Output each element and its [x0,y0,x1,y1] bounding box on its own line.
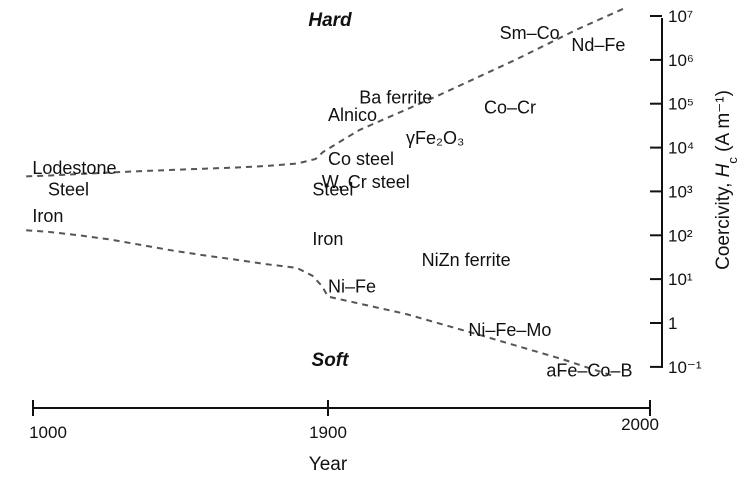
material-label: Iron [32,206,63,226]
material-label: Ni–Fe–Mo [468,320,551,340]
material-label: Co–Cr [484,97,536,117]
x-tick-label: 1900 [309,423,347,442]
region-label-soft: Soft [312,350,350,371]
material-label: Ni–Fe [328,276,376,296]
y-tick-label: 10³ [668,182,693,201]
material-label: Sm–Co [500,23,560,43]
curves [26,7,625,378]
y-tick-label: 10⁶ [668,51,694,70]
soft-magnet-trend-line [26,229,616,378]
material-label: Ba ferrite [359,88,432,108]
y-tick-label: 1 [668,314,677,333]
material-label: Iron [312,229,343,249]
x-tick-label: 1000 [29,423,67,442]
material-label: W, Cr steel [322,172,410,192]
region-label-hard: Hard [308,10,352,31]
hard-magnet-trend-line [26,7,625,178]
material-label: Lodestone [32,158,116,178]
material-label: Co steel [328,149,394,169]
y-tick-label: 10⁵ [668,95,694,114]
material-label: Alnico [328,105,377,125]
y-tick-label: 10⁷ [668,7,693,26]
x-tick-label: 2000 [621,415,659,434]
x-axis-title: Year [309,454,348,475]
y-tick-label: 10⁻¹ [668,358,702,377]
material-label: Nd–Fe [571,35,625,55]
y-axis: 10⁻¹ 1 10¹ 10² 10³ 10⁴ 10⁵ 10⁶ 10⁷ [650,7,702,377]
y-tick-label: 10⁴ [668,139,694,158]
material-label: Steel [312,180,353,200]
y-tick-label: 10² [668,226,693,245]
material-label: γFe₂O₃ [406,128,464,148]
x-axis: 1000 1900 2000 Year [29,400,659,475]
y-axis-title: Coercivity, Hc (A m⁻¹) [713,90,739,270]
y-tick-label: 10¹ [668,270,693,289]
material-label: Steel [48,180,89,200]
material-label: aFe–Co–B [546,361,632,381]
material-label: NiZn ferrite [422,250,511,270]
